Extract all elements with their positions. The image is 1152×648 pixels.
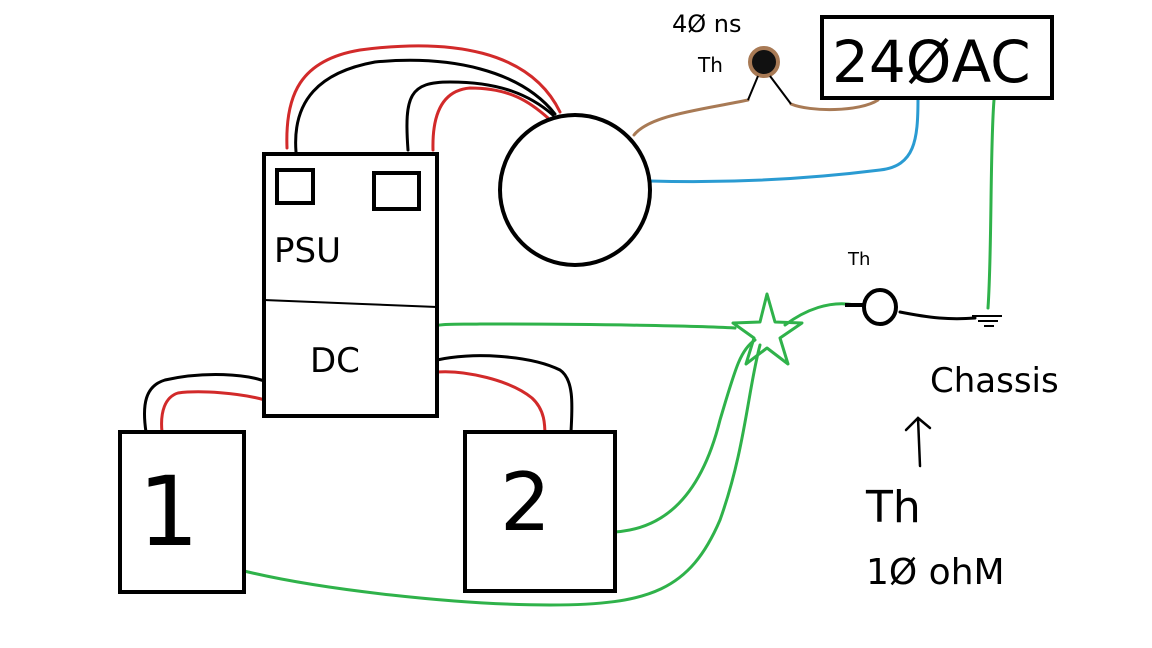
module-2: 2: [463, 430, 617, 593]
wire-red-inner: [431, 86, 550, 152]
wire-red-outer: [285, 44, 562, 150]
thermistor-top-leg-right: [769, 75, 792, 105]
ground-thermistor-label: Th: [847, 249, 870, 270]
ground-thermistor-body: [862, 288, 898, 326]
module-2-label: 2: [500, 456, 551, 549]
wire-green-module1-to-star: [238, 343, 762, 607]
wire-black-outer: [294, 58, 557, 154]
module-1: 1: [118, 430, 246, 594]
psu-label: PSU: [274, 231, 341, 271]
inrush-thermistor: 4Ø ns Th: [672, 10, 792, 105]
up-arrow-icon: [904, 416, 932, 468]
wire-black-inner: [405, 80, 555, 152]
wire-red-module-1: [160, 390, 267, 434]
wire-green-psu-to-star: [410, 322, 737, 352]
psu-block: PSU DC: [262, 152, 439, 418]
ac-source-box: [820, 15, 1054, 100]
wire-black-module-2: [435, 354, 574, 434]
note-value: 1Ø ohM: [866, 552, 1005, 593]
wire-brown-ac: [632, 98, 750, 137]
thermistor-top-body: [748, 46, 780, 78]
wire-black-module-1: [142, 373, 275, 434]
psu-to-module-1-wires: [142, 373, 275, 434]
wire-brown-ac-2: [789, 98, 880, 112]
wire-red-module-2: [435, 370, 547, 439]
transformer-to-psu-wires: [285, 44, 562, 154]
wire-green-earth-ac: [986, 98, 996, 310]
transformer-toroid: [498, 113, 652, 267]
wire-blue-ac: [648, 96, 920, 184]
wire-green-module2-to-star: [598, 338, 757, 534]
thermistor-top-value: 4Ø ns: [672, 10, 742, 38]
thermistor-note: Th 1Ø ohM: [865, 416, 1005, 593]
thermistor-top-sub: Th: [697, 53, 723, 77]
psu-socket-left: [275, 168, 315, 205]
psu-to-module-2-wires: [435, 354, 574, 439]
ac-source: 24ØAC: [820, 15, 1054, 100]
chassis-label: Chassis: [930, 361, 1059, 401]
module-2-box: [463, 430, 617, 593]
dc-label: DC: [310, 341, 360, 381]
thermistor-top-leg-left: [747, 75, 759, 101]
psu-socket-right: [372, 171, 421, 211]
chassis-ground-icon: [972, 315, 1002, 327]
psu-divider: [263, 299, 438, 308]
star-ground-main-icon: [731, 292, 804, 366]
module-1-label: 1: [138, 456, 199, 568]
module-1-box: [118, 430, 246, 594]
wire-th-to-chassis: [898, 310, 977, 321]
ac-source-label: 24ØAC: [832, 28, 1031, 96]
ground-thermistor: Th: [845, 249, 898, 326]
note-symbol: Th: [865, 482, 921, 533]
